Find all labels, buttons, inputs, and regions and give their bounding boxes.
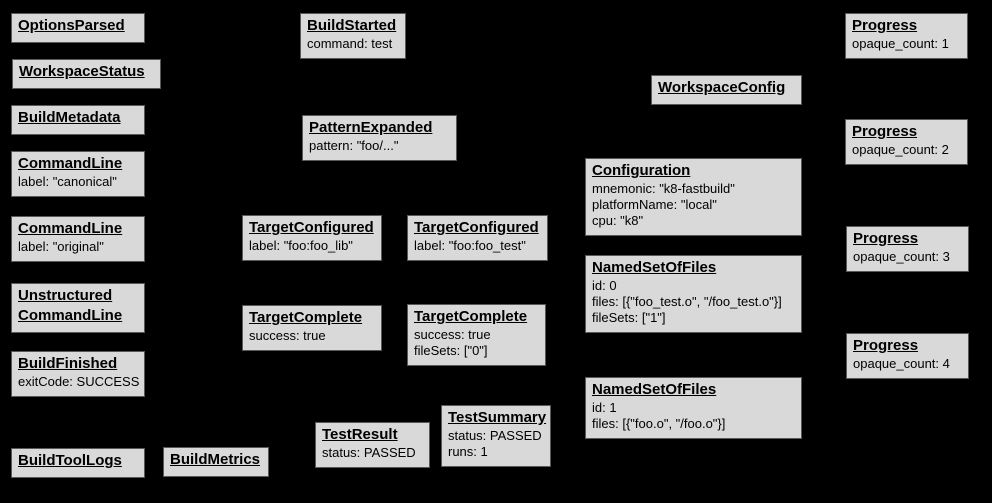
event-node-title: NamedSetOfFiles <box>592 381 717 398</box>
event-node-progress-1: Progress opaque_count: 1 <box>845 13 968 59</box>
event-node-title: Unstructured <box>18 287 113 304</box>
event-node-detail: platformName: "local" <box>592 197 717 212</box>
event-node-title: Progress <box>853 337 919 354</box>
event-node-detail: fileSets: ["1"] <box>592 310 666 325</box>
event-node-detail: opaque_count: 4 <box>853 356 950 371</box>
event-node-pattern-expanded: PatternExpanded pattern: "foo/..." <box>302 115 457 161</box>
event-node-detail: exitCode: SUCCESS <box>18 374 140 389</box>
event-node-title: CommandLine <box>18 155 123 172</box>
event-node-command-line-canonical: CommandLine label: "canonical" <box>11 151 145 197</box>
event-node-target-configured-foo-lib: TargetConfigured label: "foo:foo_lib" <box>242 215 382 261</box>
event-node-title: Configuration <box>592 162 691 179</box>
event-node-title: TargetComplete <box>249 309 363 326</box>
event-node-detail: mnemonic: "k8-fastbuild" <box>592 181 735 196</box>
event-node-title: Progress <box>852 123 918 140</box>
event-node-detail: command: test <box>307 36 393 51</box>
event-node-target-complete-lib: TargetComplete success: true <box>242 305 382 351</box>
event-node-options-parsed: OptionsParsed <box>11 13 145 43</box>
event-node-title: BuildStarted <box>307 17 397 34</box>
event-node-title: OptionsParsed <box>18 17 125 34</box>
event-node-workspace-status: WorkspaceStatus <box>12 59 161 89</box>
event-node-detail: opaque_count: 2 <box>852 142 949 157</box>
event-node-detail: status: PASSED <box>322 445 416 460</box>
event-node-detail: success: true <box>414 327 491 342</box>
event-node-detail: label: "foo:foo_lib" <box>249 238 353 253</box>
event-node-title: CommandLine <box>18 307 123 324</box>
event-node-build-finished: BuildFinished exitCode: SUCCESS <box>11 351 145 397</box>
event-node-title: Progress <box>853 230 919 247</box>
event-node-title: BuildToolLogs <box>18 452 122 469</box>
event-node-detail: label: "canonical" <box>18 174 117 189</box>
event-node-detail: files: [{"foo_test.o", "/foo_test.o"}] <box>592 294 782 309</box>
event-node-progress-4: Progress opaque_count: 4 <box>846 333 969 379</box>
event-node-title: TargetConfigured <box>249 219 374 236</box>
event-node-detail: runs: 1 <box>448 444 488 459</box>
event-node-title: Progress <box>852 17 918 34</box>
event-node-title: TestResult <box>322 426 398 443</box>
event-node-progress-2: Progress opaque_count: 2 <box>845 119 968 165</box>
event-node-target-configured-foo-test: TargetConfigured label: "foo:foo_test" <box>407 215 548 261</box>
event-node-detail: fileSets: ["0"] <box>414 343 488 358</box>
event-node-build-tool-logs: BuildToolLogs <box>11 448 145 478</box>
event-node-title: CommandLine <box>18 220 123 237</box>
event-node-title: WorkspaceStatus <box>19 63 145 80</box>
event-node-workspace-config: WorkspaceConfig <box>651 75 802 105</box>
event-node-detail: pattern: "foo/..." <box>309 138 399 153</box>
event-node-build-started: BuildStarted command: test <box>300 13 406 59</box>
event-node-title: BuildFinished <box>18 355 118 372</box>
event-node-title: PatternExpanded <box>309 119 433 136</box>
event-node-build-metrics: BuildMetrics <box>163 447 269 477</box>
event-node-detail: files: [{"foo.o", "/foo.o"}] <box>592 416 726 431</box>
event-node-detail: id: 1 <box>592 400 617 415</box>
event-node-title: BuildMetrics <box>170 451 261 468</box>
event-node-detail: label: "foo:foo_test" <box>414 238 526 253</box>
event-node-progress-3: Progress opaque_count: 3 <box>846 226 969 272</box>
event-node-configuration: Configuration mnemonic: "k8-fastbuild"pla… <box>585 158 802 236</box>
event-node-command-line-original: CommandLine label: "original" <box>11 216 145 262</box>
event-node-title: TestSummary <box>448 409 547 426</box>
event-node-title: WorkspaceConfig <box>658 79 786 96</box>
event-node-detail: success: true <box>249 328 326 343</box>
event-node-title: BuildMetadata <box>18 109 121 126</box>
event-node-title: NamedSetOfFiles <box>592 259 717 276</box>
event-node-test-result: TestResult status: PASSED <box>315 422 430 468</box>
event-node-detail: opaque_count: 1 <box>852 36 949 51</box>
event-node-title: TargetComplete <box>414 308 528 325</box>
event-node-detail: id: 0 <box>592 278 617 293</box>
event-node-detail: status: PASSED <box>448 428 542 443</box>
event-node-detail: opaque_count: 3 <box>853 249 950 264</box>
event-node-detail: label: "original" <box>18 239 104 254</box>
event-node-title: TargetConfigured <box>414 219 539 236</box>
event-node-detail: cpu: "k8" <box>592 213 644 228</box>
event-node-build-metadata: BuildMetadata <box>11 105 145 135</box>
